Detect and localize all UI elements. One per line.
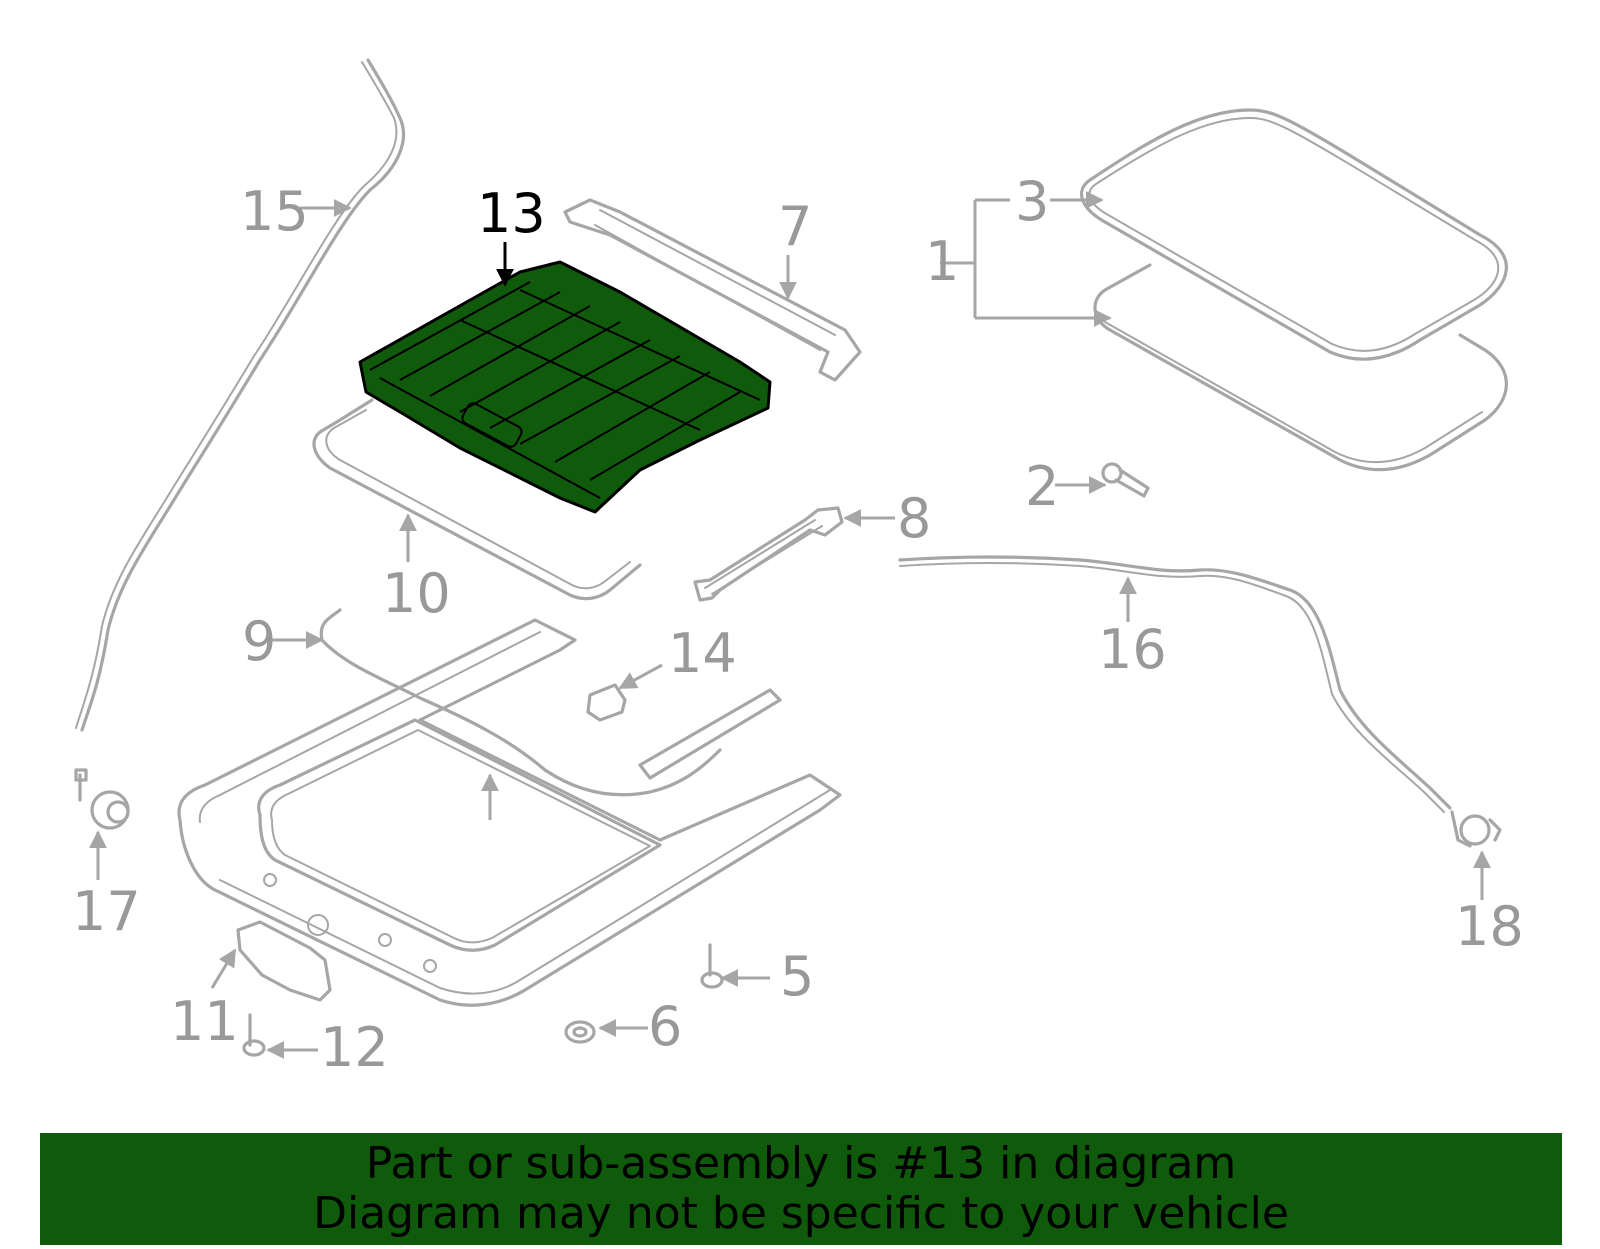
callout-9: 9 [242, 610, 276, 673]
callout-6: 6 [648, 995, 682, 1058]
sunshade-seal-10 [312, 398, 642, 601]
callout-12: 12 [320, 1016, 389, 1079]
callout-14: 14 [668, 622, 737, 685]
link-assembly-8-detail [704, 519, 823, 595]
stopper-14 [586, 683, 627, 722]
banner-line-2: Diagram may not be specific to your vehi… [313, 1188, 1289, 1239]
callout-10: 10 [382, 562, 451, 625]
sunroof-frame [177, 618, 842, 1007]
callout-18: 18 [1455, 895, 1524, 958]
bracket-11 [236, 920, 332, 1002]
callout-2: 2 [1025, 455, 1059, 518]
glass-panel-3 [1080, 108, 1508, 361]
grommet-18 [1450, 810, 1502, 848]
guide-rail-7-detail [594, 209, 836, 351]
callout-11: 11 [170, 990, 239, 1053]
callout-3: 3 [1015, 170, 1049, 233]
grommet-17 [74, 768, 130, 830]
callout-7: 7 [778, 195, 812, 258]
callout-1: 1 [925, 230, 959, 293]
bolt-5 [700, 943, 724, 989]
callout-17: 17 [72, 880, 141, 943]
callout-13: 13 [477, 182, 546, 245]
drain-hose-16-inner [899, 562, 1445, 813]
callout-5: 5 [780, 945, 814, 1008]
drive-cable-9 [319, 608, 722, 797]
glass-panel-3-inner [1088, 117, 1500, 352]
glass-panel-lower [1093, 263, 1508, 472]
sunshade-assembly-13 [358, 260, 772, 514]
glass-panel-lower-edge [1104, 321, 1483, 463]
callout-16: 16 [1098, 618, 1167, 681]
drain-hose-front-left [80, 58, 406, 732]
nut-6 [564, 1020, 596, 1044]
drain-hose-front-left-inner [75, 61, 398, 729]
callout-8: 8 [897, 487, 931, 550]
bolt-12 [242, 1013, 266, 1057]
link-assembly-8 [693, 506, 844, 602]
callout-arrow-14 [618, 663, 663, 690]
guide-rail-7 [563, 198, 862, 382]
sunshade-seal-10-inner [325, 409, 631, 590]
info-banner: Part or sub-assembly is #13 in diagram D… [40, 1133, 1562, 1245]
bolt-2 [1101, 462, 1150, 498]
callout-arrow-11 [210, 948, 237, 989]
drain-hose-16 [898, 555, 1452, 810]
banner-line-1: Part or sub-assembly is #13 in diagram [365, 1138, 1237, 1189]
callout-15: 15 [240, 180, 309, 243]
